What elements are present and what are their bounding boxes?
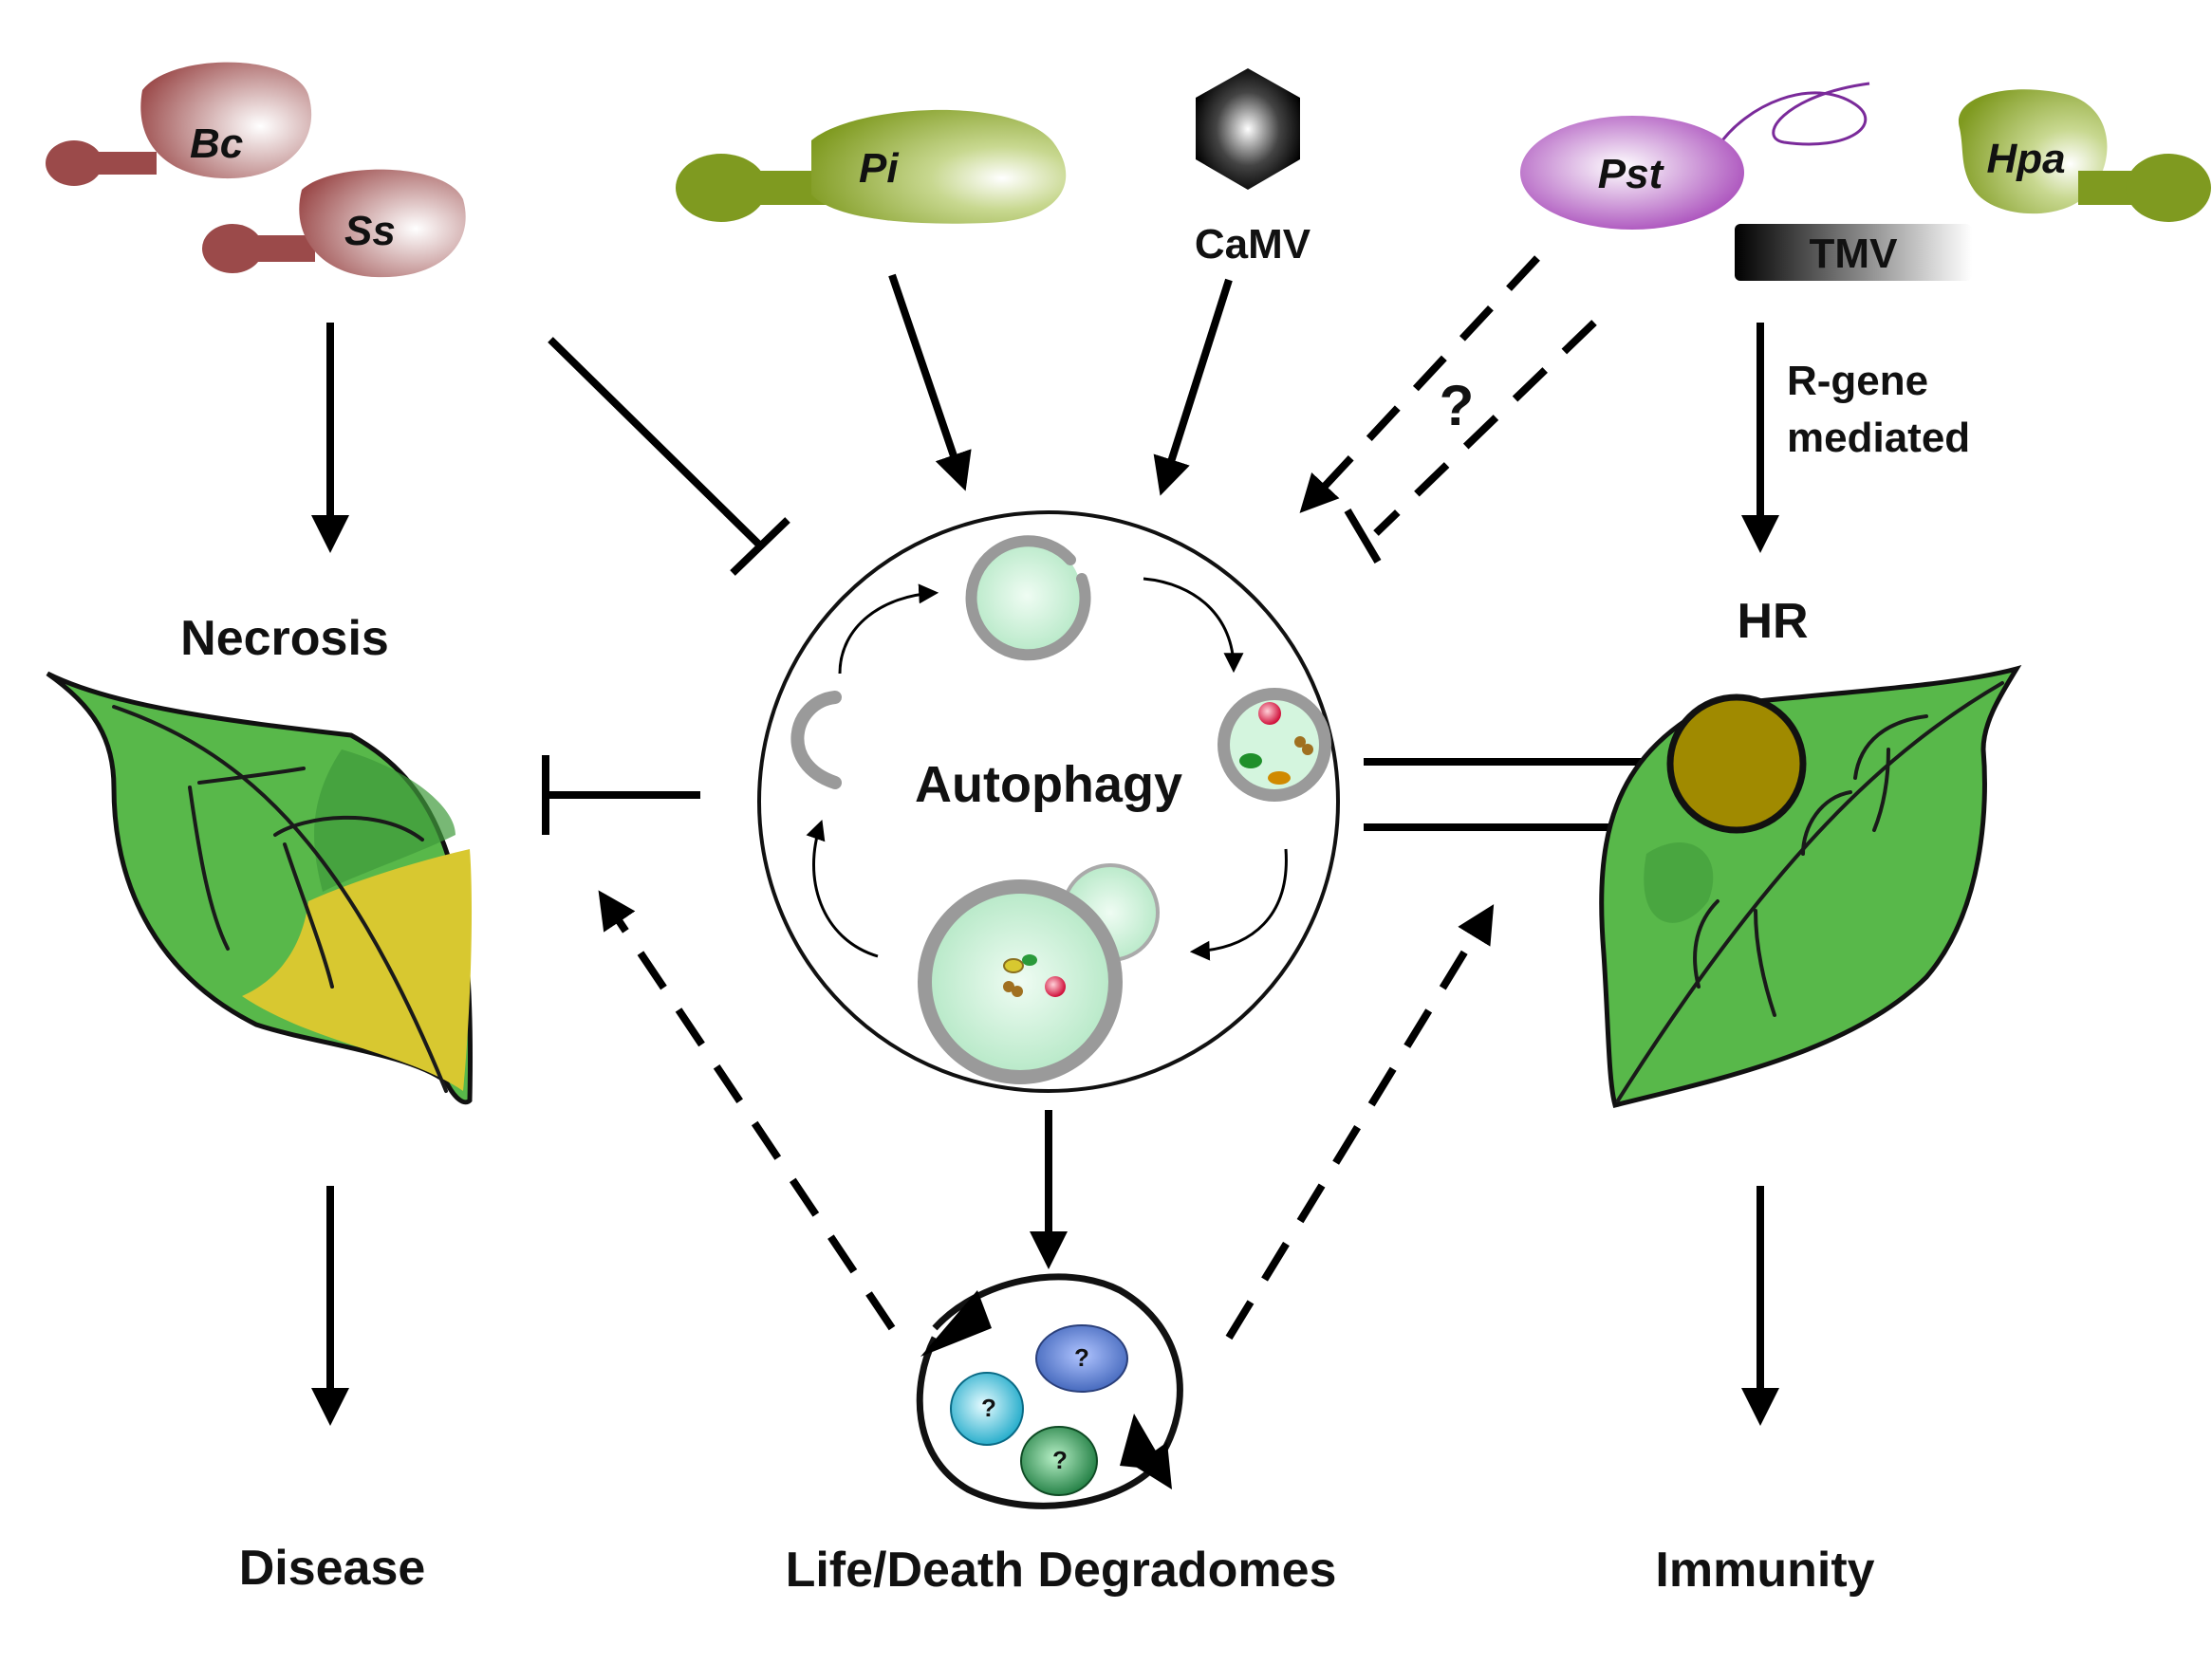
r-gene-label-line1: R-gene — [1787, 358, 1928, 404]
pi-label: Pi — [859, 145, 899, 192]
bc-fungus — [46, 62, 312, 186]
bc-ss-inhibits-autophagy — [548, 337, 790, 576]
necrotic-leaf — [46, 671, 473, 1105]
disease-label: Disease — [239, 1541, 426, 1596]
ss-fungus — [202, 169, 466, 278]
degradome-protein-cyan — [950, 1372, 1024, 1446]
tmv-label: TMV — [1810, 231, 1899, 277]
r-gene-label-line2: mediated — [1787, 415, 1970, 461]
pst-inhibits-autophagy-dashed — [1344, 320, 1597, 564]
immunity-label: Immunity — [1655, 1543, 1874, 1598]
autophagy-inhibits-necrosis — [542, 755, 700, 835]
autophagy-label: Autophagy — [915, 756, 1182, 813]
protein-green-label: ? — [1052, 1446, 1068, 1474]
hr-leaf — [1599, 664, 2022, 1109]
camv-virion — [1196, 68, 1300, 190]
degradomes-label: Life/Death Degradomes — [786, 1543, 1337, 1598]
pi-oomycete — [676, 109, 1067, 224]
hr-lesion — [1666, 693, 1807, 834]
protein-cyan-label: ? — [981, 1394, 996, 1422]
ss-label: Ss — [344, 208, 396, 254]
pi-to-autophagy-arrow — [888, 273, 972, 491]
protein-blue-label: ? — [1074, 1343, 1089, 1372]
phagophore-top — [972, 541, 1082, 651]
degradomes-to-necrosis-dashed-arrow — [598, 890, 896, 1331]
isolation-membrane — [790, 691, 842, 789]
hpa-label: Hpa — [1986, 136, 2065, 182]
camv-to-autophagy-arrow — [1153, 278, 1233, 496]
pst-to-autophagy-dashed-arrow — [1299, 255, 1540, 513]
cycle-arrow-bottom-right — [1189, 848, 1288, 961]
cycle-arrow-top-right — [1143, 577, 1244, 674]
degradomes-to-hr-dashed-arrow — [1225, 904, 1495, 1340]
autolysosome — [918, 863, 1160, 1084]
cycle-arrow-top-left — [838, 583, 939, 675]
cycle-arrow-bottom-left — [806, 820, 879, 958]
degradome-protein-blue — [1035, 1324, 1128, 1393]
autophagosome — [1218, 688, 1331, 802]
degradome-protein-green — [1020, 1426, 1098, 1496]
tmv-rod — [1735, 224, 1972, 281]
hr-label: HR — [1737, 594, 1808, 649]
camv-label: CaMV — [1195, 221, 1311, 268]
pst-label: Pst — [1598, 151, 1665, 197]
necrosis-label: Necrosis — [180, 611, 389, 666]
unknown-mechanism-label: ? — [1440, 374, 1475, 437]
pst-bacterium — [1520, 116, 1744, 230]
hpa-oomycete — [1958, 89, 2211, 222]
pst-flagellum — [1716, 82, 1870, 148]
bc-label: Bc — [190, 120, 243, 167]
degradome-cycle — [916, 1273, 1183, 1509]
